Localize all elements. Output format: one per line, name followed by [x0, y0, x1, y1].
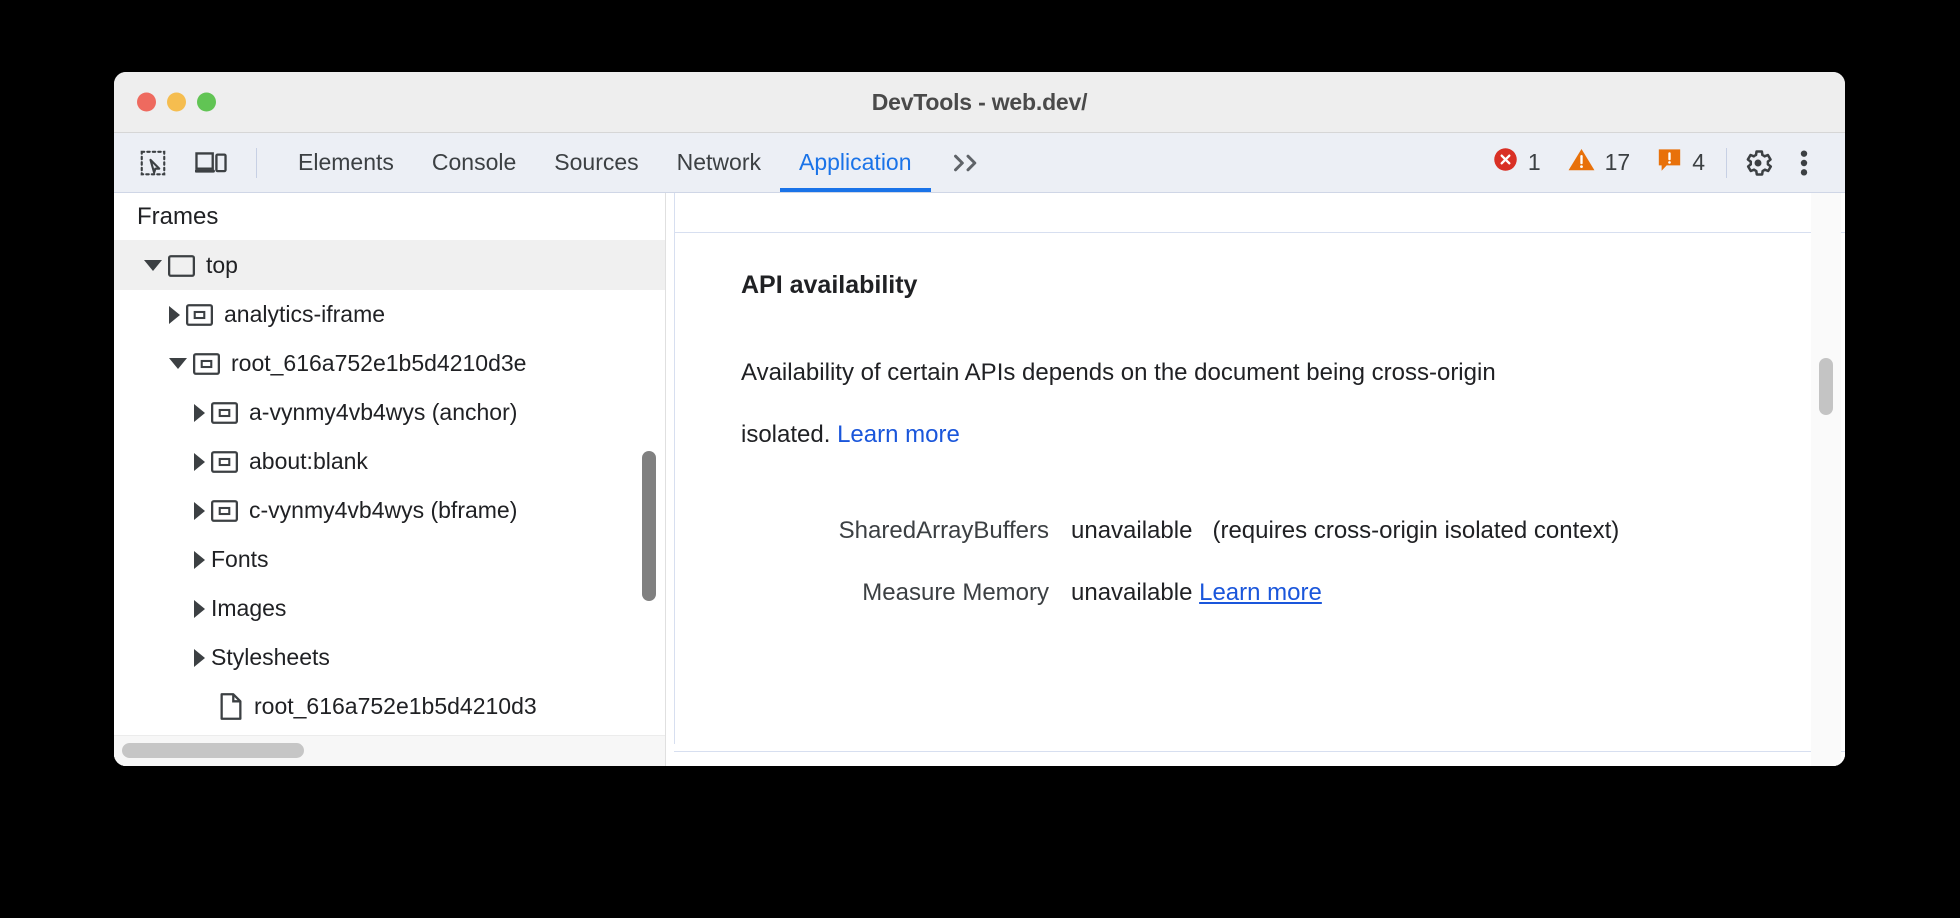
sidebar-vertical-scrollbar[interactable] — [642, 451, 656, 601]
api-availability-table: SharedArrayBuffers unavailable (requires… — [741, 500, 1845, 624]
issues-count: 4 — [1692, 149, 1705, 175]
devtools-body: Frames top — [114, 193, 1845, 766]
minimize-window-button[interactable] — [167, 92, 186, 112]
inspect-element-icon[interactable] — [132, 142, 174, 184]
window-title: DevTools - web.dev/ — [871, 88, 1088, 115]
row-value: unavailable — [1071, 579, 1193, 606]
learn-more-link-description[interactable]: Learn more — [837, 421, 960, 448]
chevron-down-icon[interactable] — [144, 260, 162, 271]
warning-count: 17 — [1604, 149, 1631, 175]
tree-item-top[interactable]: top — [114, 241, 665, 290]
panel-top-section — [674, 193, 1845, 233]
traffic-light-buttons — [137, 92, 216, 112]
main-vertical-scrollbar[interactable] — [1819, 358, 1833, 415]
warning-counter[interactable]: 17 — [1554, 146, 1644, 179]
tab-console-label: Console — [431, 149, 517, 175]
row-key: SharedArrayBuffers — [838, 517, 1049, 544]
panel-bottom-divider — [674, 751, 1845, 752]
section-title: API availability — [741, 271, 918, 299]
chevron-right-icon[interactable] — [194, 599, 205, 618]
tree-item-anchor-frame[interactable]: a-vynmy4vb4wys (anchor) — [114, 388, 665, 437]
tree-item-label: about:blank — [249, 448, 368, 474]
toolbar-divider — [256, 147, 257, 178]
tree-item-label: analytics-iframe — [224, 301, 386, 327]
tree-item-label: Stylesheets — [211, 644, 330, 670]
devtools-window: DevTools - web.dev/ — [114, 72, 1845, 766]
learn-more-link-measure-memory[interactable]: Learn more — [1199, 579, 1322, 606]
tree-item-analytics-iframe[interactable]: analytics-iframe — [114, 290, 665, 339]
kebab-menu-icon[interactable] — [1781, 140, 1827, 186]
section-description-text: Availability of certain APIs depends on … — [741, 359, 1496, 448]
tab-elements-label: Elements — [298, 149, 394, 175]
application-main-panel: API availability Availability of certain… — [666, 193, 1845, 766]
close-window-button[interactable] — [137, 92, 156, 112]
error-count: 1 — [1527, 149, 1541, 175]
row-value-group: unavailable Learn more — [1071, 562, 1322, 624]
tree-item-root-frame[interactable]: root_616a752e1b5d4210d3e — [114, 339, 665, 388]
table-row: Measure Memory unavailable Learn more — [741, 562, 1845, 624]
frame-icon — [211, 450, 238, 473]
tab-elements[interactable]: Elements — [279, 133, 413, 192]
tree-item-stylesheets[interactable]: Stylesheets — [114, 633, 665, 682]
tree-item-label: a-vynmy4vb4wys (anchor) — [249, 399, 518, 425]
tab-application-label: Application — [799, 149, 912, 175]
sidebar-horizontal-scrollbar[interactable] — [122, 743, 304, 758]
error-icon — [1492, 146, 1519, 179]
frames-tree: top analytics-iframe — [114, 241, 665, 731]
frames-sidebar: Frames top — [114, 193, 666, 766]
tab-network-label: Network — [676, 149, 761, 175]
chevron-right-icon[interactable] — [194, 648, 205, 667]
sidebar-header: Frames — [114, 193, 665, 241]
toolbar-status-area: 1 17 — [1479, 133, 1845, 192]
frame-icon — [211, 499, 238, 522]
frame-icon — [211, 401, 238, 424]
device-toolbar-icon[interactable] — [190, 142, 232, 184]
warning-icon — [1567, 146, 1596, 179]
table-row: SharedArrayBuffers unavailable (requires… — [741, 500, 1845, 562]
tree-item-label: root_616a752e1b5d4210d3 — [254, 693, 537, 719]
tree-item-label: c-vynmy4vb4wys (bframe) — [249, 497, 518, 523]
error-counter[interactable]: 1 — [1479, 146, 1554, 179]
chevron-right-icon[interactable] — [194, 452, 205, 471]
tree-item-fonts[interactable]: Fonts — [114, 535, 665, 584]
chevron-right-icon[interactable] — [194, 550, 205, 569]
more-tabs-chevron-icon[interactable] — [931, 133, 1005, 192]
issue-icon — [1656, 146, 1683, 179]
chevron-down-icon[interactable] — [169, 358, 187, 369]
tree-item-bframe[interactable]: c-vynmy4vb4wys (bframe) — [114, 486, 665, 535]
tab-application[interactable]: Application — [780, 133, 931, 192]
row-key: Measure Memory — [862, 579, 1049, 606]
panel-tabs: Elements Console Sources Network Applica… — [279, 133, 1005, 192]
chevron-right-icon[interactable] — [194, 403, 205, 422]
frame-icon — [193, 352, 220, 375]
frame-icon — [186, 303, 213, 326]
frame-icon — [168, 254, 195, 277]
chevron-right-icon[interactable] — [169, 305, 180, 324]
maximize-window-button[interactable] — [197, 92, 216, 112]
tree-item-label: top — [206, 252, 238, 278]
tree-item-label: root_616a752e1b5d4210d3e — [231, 350, 527, 376]
issues-counter[interactable]: 4 — [1643, 146, 1718, 179]
row-value-group: unavailable (requires cross-origin isola… — [1071, 500, 1619, 562]
tree-item-about-blank[interactable]: about:blank — [114, 437, 665, 486]
document-icon — [219, 693, 243, 720]
tree-item-label: Fonts — [211, 546, 269, 572]
chevron-right-icon[interactable] — [194, 501, 205, 520]
tree-item-images[interactable]: Images — [114, 584, 665, 633]
gear-icon[interactable] — [1735, 140, 1781, 186]
title-bar: DevTools - web.dev/ — [114, 72, 1845, 133]
main-scrollbar-track — [1811, 193, 1841, 766]
tree-item-root-document[interactable]: root_616a752e1b5d4210d3 — [114, 682, 665, 731]
row-value: unavailable — [1071, 517, 1193, 544]
section-description: Availability of certain APIs depends on … — [741, 342, 1591, 466]
tab-sources-label: Sources — [554, 149, 639, 175]
tab-network[interactable]: Network — [658, 133, 780, 192]
status-divider — [1726, 147, 1727, 178]
tab-sources[interactable]: Sources — [535, 133, 657, 192]
api-availability-section: API availability Availability of certain… — [674, 233, 1845, 744]
tree-item-label: Images — [211, 595, 287, 621]
tab-console[interactable]: Console — [413, 133, 535, 192]
row-note: (requires cross-origin isolated context) — [1212, 517, 1620, 544]
devtools-toolbar: Elements Console Sources Network Applica… — [114, 133, 1845, 193]
